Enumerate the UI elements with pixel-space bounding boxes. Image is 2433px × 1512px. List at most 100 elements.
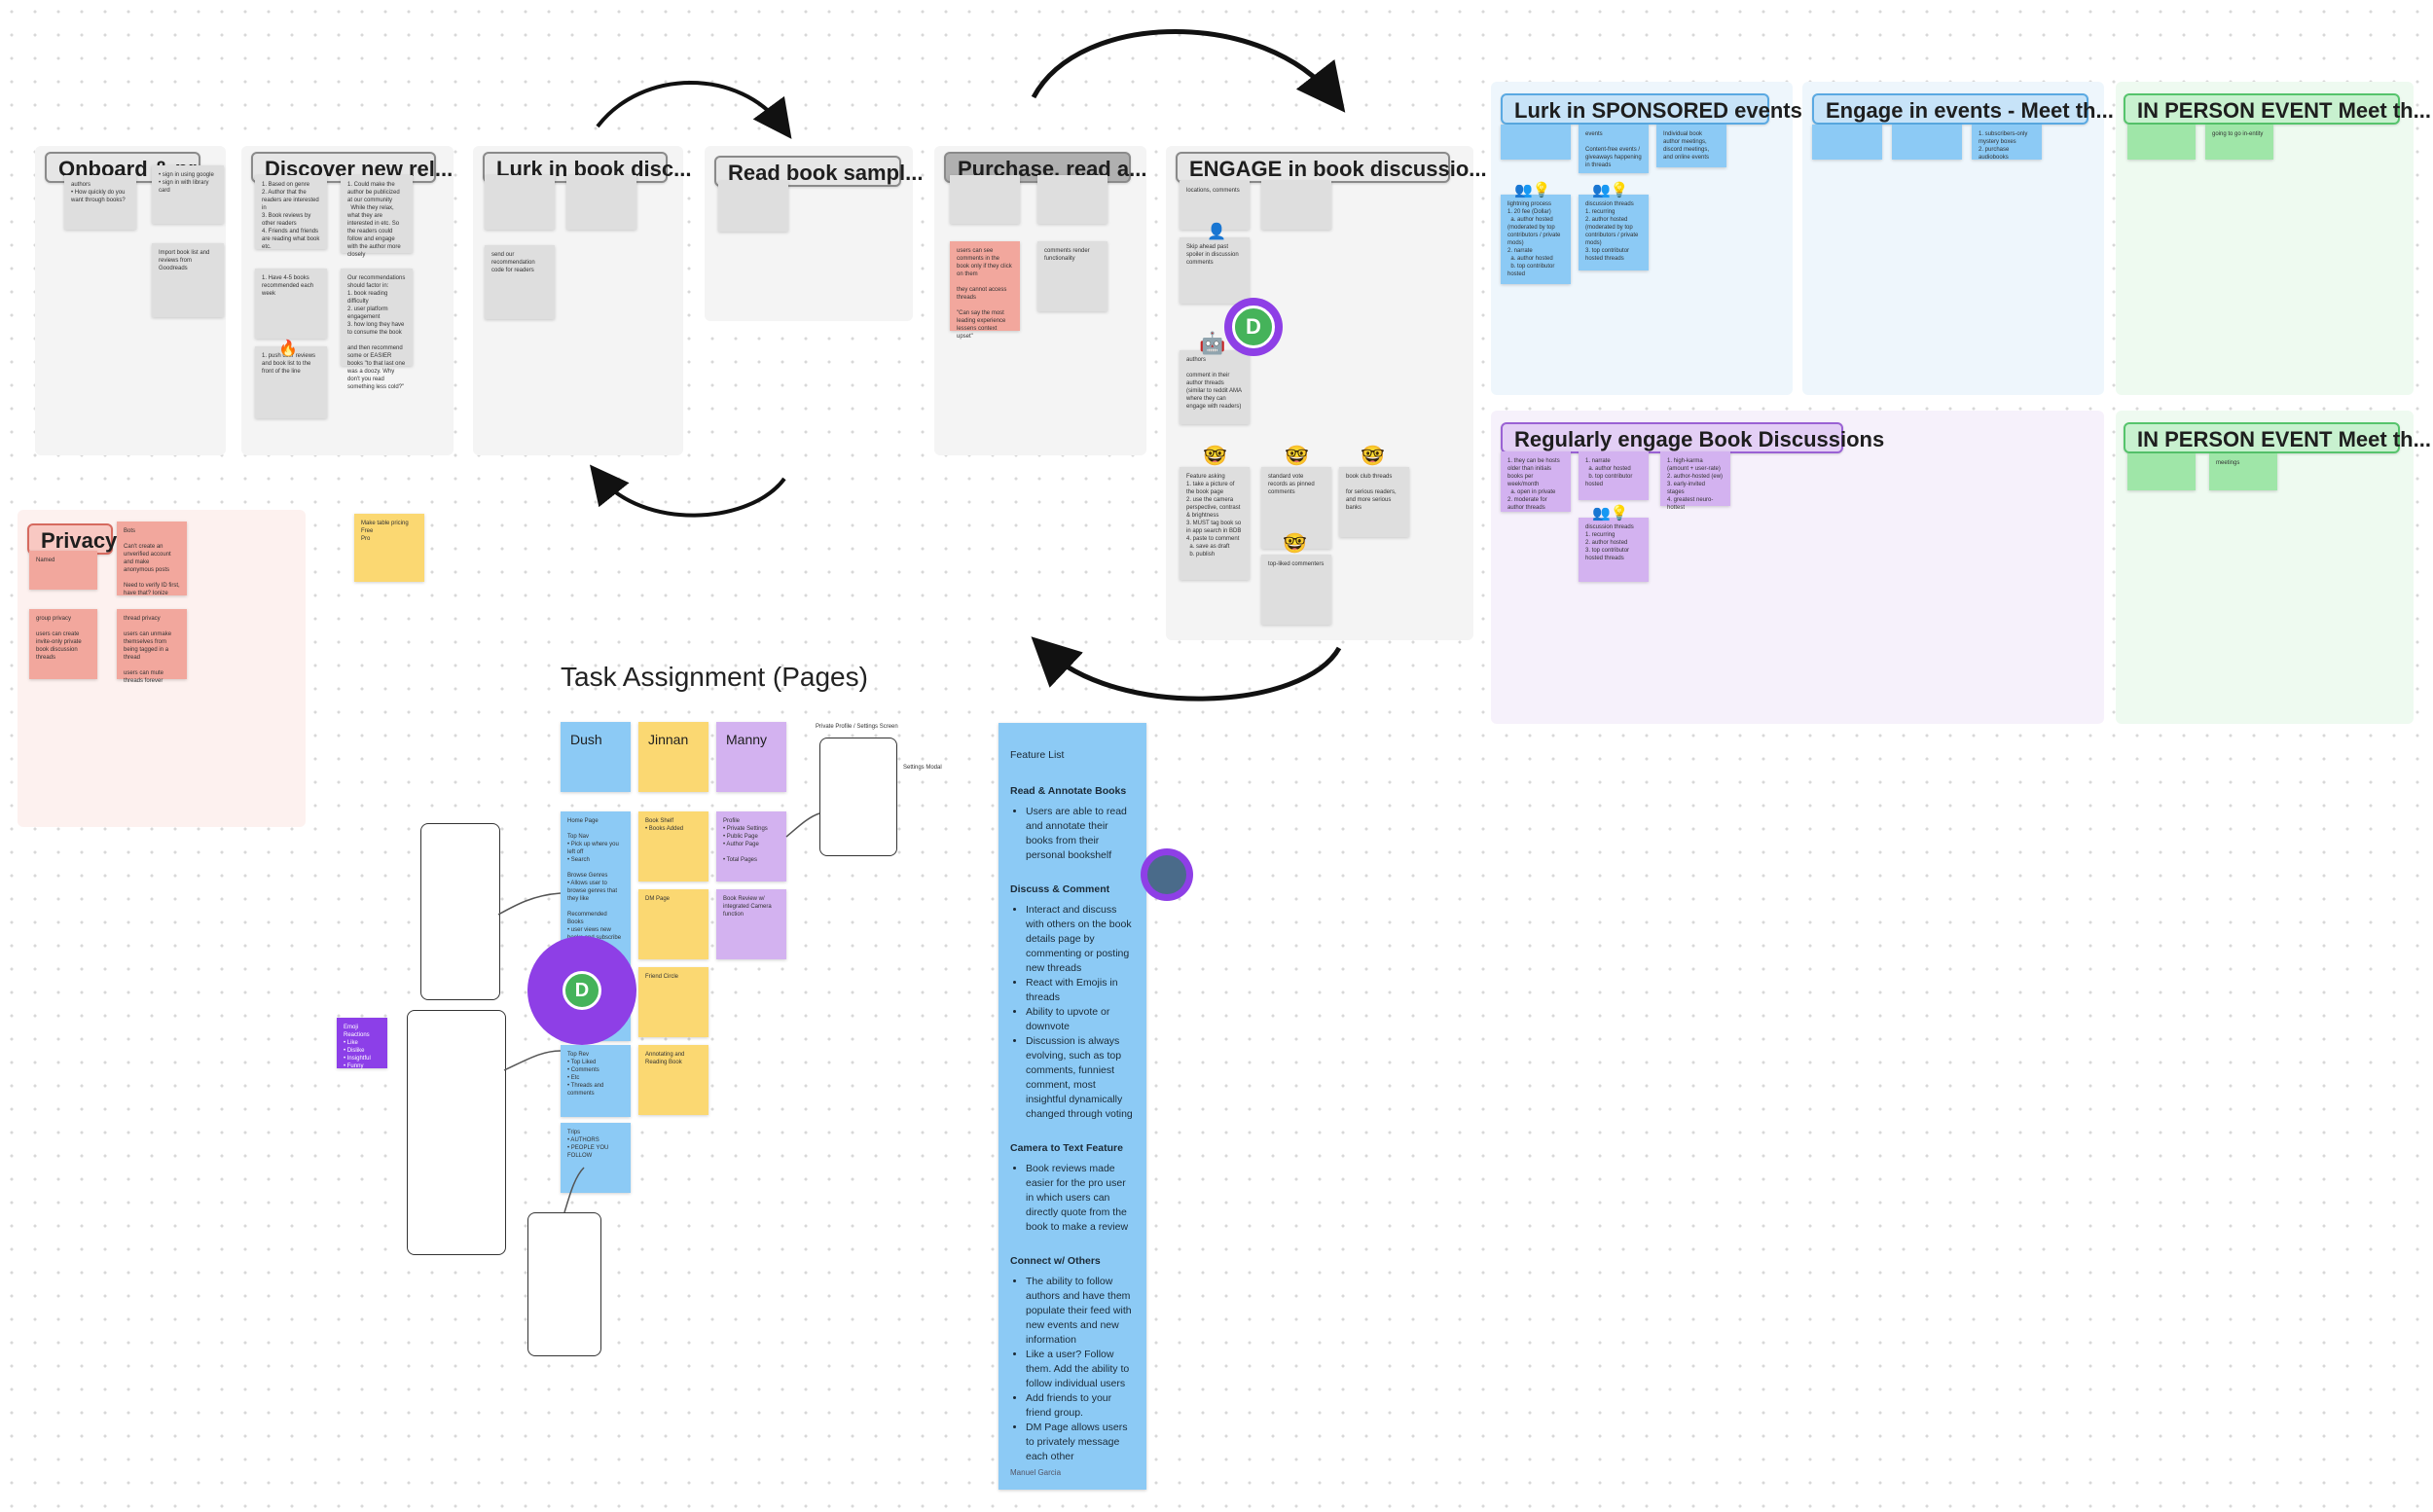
label-engage-events[interactable]: Engage in events - Meet th... <box>1812 93 2114 125</box>
sticky-engage-7[interactable]: book club threads for serious readers, a… <box>1339 467 1409 537</box>
sticky-jinnan-2[interactable]: DM Page <box>638 889 708 959</box>
sticky-lurk-3[interactable]: send our recommendation code for readers <box>485 245 555 319</box>
sticky-text: Profile • Private Settings • Public Page… <box>723 818 768 863</box>
sticky-regularly-2[interactable]: 1. narrate a. author hosted b. top contr… <box>1579 451 1649 500</box>
sticky-privacy-4[interactable]: thread privacy users can unmake themselv… <box>117 609 187 684</box>
sticky-sponsored-3[interactable]: Individual book author meetings, discord… <box>1656 125 1726 167</box>
sticky-engage-2[interactable] <box>1261 181 1331 230</box>
team-jinnan[interactable]: Jinnan <box>638 722 708 792</box>
task-assignment-title: Task Assignment (Pages) <box>561 662 868 692</box>
sticky-onboard-3[interactable]: Import book list and reviews from Goodre… <box>152 243 224 317</box>
label-read-sample[interactable]: Read book sampl... <box>714 156 924 187</box>
sticky-engage-1[interactable]: locations, comments <box>1180 181 1250 230</box>
arrow-return-read <box>589 464 786 518</box>
sticky-purchase-3[interactable]: users can see comments in the book only … <box>950 241 1020 340</box>
sticky-engage-4[interactable]: authors comment in their author threads … <box>1180 350 1250 424</box>
feature-list-sticky[interactable]: Feature List Read & Annotate Books Users… <box>999 723 1146 1490</box>
label-regularly[interactable]: Regularly engage Book Discussions <box>1501 422 1884 453</box>
label-sponsored[interactable]: Lurk in SPONSORED events <box>1501 93 1802 125</box>
label-in-person-1[interactable]: IN PERSON EVENT Meet th... <box>2124 93 2431 125</box>
sticky-regularly-4[interactable]: discussion threads 1. recurring 2. autho… <box>1579 518 1649 582</box>
collaborator-avatar[interactable]: D <box>1224 298 1283 356</box>
wireframe-home[interactable] <box>420 823 500 1000</box>
sticky-text: authors • How quickly do you want throug… <box>71 182 126 203</box>
label-in-person-2[interactable]: IN PERSON EVENT Meet th... <box>2124 422 2431 453</box>
sticky-onboard-1[interactable]: authors • How quickly do you want throug… <box>64 175 136 230</box>
sticky-engage-3[interactable]: Skip ahead past spoiler in discussion co… <box>1180 237 1250 304</box>
sticky-discover-5[interactable]: 1. push user reviews and book list to th… <box>255 346 327 418</box>
sticky-manny-2[interactable]: Book Review w/ integrated Camera functio… <box>716 889 786 959</box>
user-photo-avatar[interactable] <box>1141 848 1193 901</box>
sticky-onboard-2[interactable]: • sign in using google • sign in with li… <box>152 165 224 224</box>
feature-camera-title: Camera to Text Feature <box>1010 1142 1123 1154</box>
sticky-in-person-2b[interactable]: meetings <box>2209 453 2277 490</box>
sticky-lurk-1[interactable] <box>485 175 555 230</box>
sticky-lurk-2[interactable] <box>566 175 636 230</box>
feature-connect-list: The ability to follow authors and have t… <box>1010 1275 1135 1464</box>
feature-discuss-list: Interact and discuss with others on the … <box>1010 903 1135 1122</box>
feature-item: Discussion is always evolving, such as t… <box>1026 1034 1135 1122</box>
sticky-discover-1[interactable]: 1. Based on genre 2. Author that the rea… <box>255 175 327 250</box>
sticky-purchase-1[interactable] <box>950 175 1020 224</box>
sticky-text: group privacy users can create invite-on… <box>36 616 82 661</box>
sticky-text: users can see comments in the book only … <box>957 248 1012 340</box>
sticky-text: Book Review w/ integrated Camera functio… <box>723 896 772 918</box>
sticky-sponsored-5[interactable]: discussion threads 1. recurring 2. autho… <box>1579 195 1649 270</box>
sticky-text: Our recommendations should factor in: 1.… <box>347 275 406 390</box>
sticky-in-person-1b[interactable]: going to go in-entity <box>2205 125 2273 160</box>
sticky-text: locations, comments <box>1186 188 1240 194</box>
sticky-manny-1[interactable]: Profile • Private Settings • Public Page… <box>716 811 786 882</box>
sticky-engage-events-1[interactable] <box>1812 125 1882 160</box>
wireframe-book-details[interactable] <box>407 1010 506 1255</box>
nerd-face-icon: 🤓 <box>1203 446 1227 467</box>
sticky-text: Make table pricing Free Pro <box>361 521 409 542</box>
sticky-sponsored-2[interactable]: events Content-free events / giveaways h… <box>1579 125 1649 173</box>
sticky-read-sample-1[interactable] <box>718 181 788 232</box>
sticky-text: send our recommendation code for readers <box>491 252 535 273</box>
sticky-sponsored-4[interactable]: lightning process 1. 20 fee (Dollar) a. … <box>1501 195 1571 284</box>
sticky-pricing[interactable]: Make table pricing Free Pro <box>354 514 424 582</box>
team-dush[interactable]: Dush <box>561 722 631 792</box>
sticky-in-person-2a[interactable] <box>2127 453 2196 490</box>
robot-icon: 🤖 <box>1199 331 1226 355</box>
feature-discuss-title: Discuss & Comment <box>1010 883 1110 895</box>
sticky-text: Emoji Reactions • Like • Dislike • Insig… <box>344 1025 371 1077</box>
sticky-regularly-3[interactable]: 1. high-karma (amount + user-rate) 2. au… <box>1660 451 1730 511</box>
team-manny[interactable]: Manny <box>716 722 786 792</box>
sticky-emoji-reactions[interactable]: Emoji Reactions • Like • Dislike • Insig… <box>337 1018 387 1077</box>
sticky-jinnan-1[interactable]: Book Shelf • Books Added <box>638 811 708 882</box>
sticky-engage-6[interactable]: standard vote records as pinned comments <box>1261 467 1331 549</box>
person-icon: 👤 <box>1207 224 1226 240</box>
label-engage[interactable]: ENGAGE in book discussio... <box>1176 152 1487 183</box>
sticky-purchase-4[interactable]: comments render functionality <box>1037 241 1108 311</box>
sticky-regularly-1[interactable]: 1. they can be hosts older than initials… <box>1501 451 1571 512</box>
sticky-engage-5[interactable]: Feature asking 1. take a picture of the … <box>1180 467 1250 580</box>
sticky-jinnan-4[interactable]: Annotating and Reading Book <box>638 1045 708 1115</box>
sticky-discover-3[interactable]: 1. Have 4-5 books recommended each week <box>255 269 327 339</box>
collaborator-avatar-large[interactable]: D <box>527 936 636 1045</box>
sticky-privacy-3[interactable]: group privacy users can create invite-on… <box>29 609 97 679</box>
wireframe-trips[interactable] <box>527 1212 601 1356</box>
wireframe-profile[interactable] <box>819 738 897 856</box>
sticky-purchase-2[interactable] <box>1037 175 1108 224</box>
sticky-jinnan-3[interactable]: Friend Circle <box>638 967 708 1037</box>
label-privacy[interactable]: Privacy <box>27 523 117 555</box>
sticky-discover-2[interactable]: 1. Could make the author be publicized a… <box>341 175 413 258</box>
nerd-face-icon: 🤓 <box>1285 446 1309 467</box>
sticky-dush-3[interactable]: Trips • AUTHORS • PEOPLE YOU FOLLOW <box>561 1123 631 1193</box>
sticky-text: Import book list and reviews from Goodre… <box>159 250 210 271</box>
people-icon: 👥💡 <box>1592 182 1629 198</box>
sticky-privacy-2[interactable]: Bots Can't create an unverified account … <box>117 522 187 596</box>
sticky-dush-2[interactable]: Top Rev • Top Liked • Comments • Etc • T… <box>561 1045 631 1117</box>
sticky-in-person-1a[interactable] <box>2127 125 2196 160</box>
sketch-label-settings: Settings Modal <box>903 765 942 771</box>
sticky-engage-events-2[interactable] <box>1892 125 1962 160</box>
connector-details <box>503 1050 562 1071</box>
sticky-text: meetings <box>2216 460 2240 466</box>
nerd-face-icon: 🤓 <box>1283 533 1307 555</box>
sticky-engage-8[interactable]: top-liked commenters <box>1261 555 1331 625</box>
sticky-privacy-1[interactable]: Named <box>29 551 97 590</box>
sticky-sponsored-1[interactable] <box>1501 125 1571 160</box>
sticky-discover-4[interactable]: Our recommendations should factor in: 1.… <box>341 269 413 390</box>
sticky-engage-events-3[interactable]: 1. subscribers-only mystery boxes 2. pur… <box>1972 125 2042 161</box>
